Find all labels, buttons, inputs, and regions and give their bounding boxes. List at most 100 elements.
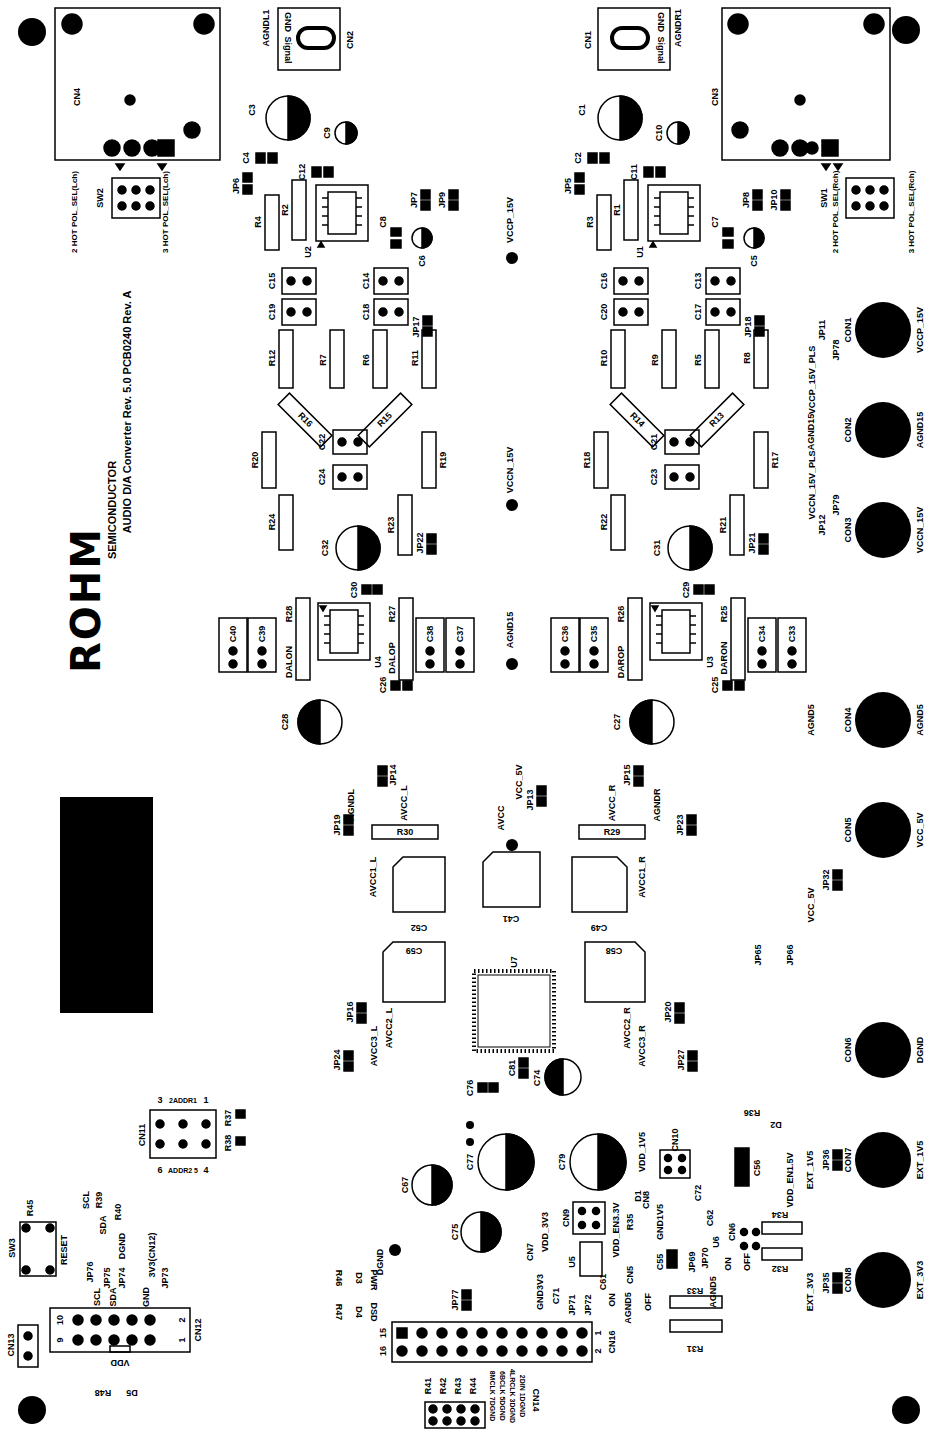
part-label: AVCC bbox=[497, 806, 506, 831]
part-label: U4 bbox=[374, 656, 383, 668]
part-label: R18 bbox=[583, 452, 592, 469]
part-label: 6 bbox=[157, 1166, 162, 1175]
part-label: GND3V3 bbox=[536, 1274, 545, 1310]
part-label: ON bbox=[608, 1293, 617, 1307]
part-label: R1 bbox=[613, 204, 622, 216]
part-label: JP16 bbox=[346, 1001, 355, 1022]
part-label: JP9 bbox=[438, 192, 447, 208]
part-label: R38 bbox=[224, 1135, 233, 1152]
part-label: R39 bbox=[95, 1192, 104, 1209]
part-label: CON3 bbox=[844, 517, 853, 542]
part-label: 8MCLK 7DGND bbox=[489, 1371, 496, 1422]
part-label: D3 bbox=[354, 1272, 363, 1284]
part-label: R9 bbox=[651, 354, 660, 366]
part-label: R5 bbox=[694, 354, 703, 366]
part-label: C3 bbox=[248, 104, 257, 116]
part-label: SW2 bbox=[96, 188, 105, 208]
part-label: AVCC1_L bbox=[369, 857, 378, 897]
part-label: GND bbox=[656, 12, 665, 32]
part-label: VDD bbox=[110, 1358, 129, 1367]
part-label: R35 bbox=[626, 1214, 635, 1231]
part-label: AGND5 bbox=[624, 1292, 633, 1324]
part-label: JP15 bbox=[623, 764, 632, 785]
part-label: C10 bbox=[655, 125, 664, 142]
part-label: 3 HOT POL_SEL(Lch) bbox=[162, 171, 170, 253]
part-label: JP12 bbox=[818, 514, 827, 535]
part-label: C58 bbox=[606, 946, 623, 955]
part-label: VCC_5V bbox=[916, 812, 925, 847]
part-label: CON8 bbox=[844, 1267, 853, 1292]
part-label: DSD bbox=[369, 1302, 378, 1321]
part-label: C33 bbox=[788, 626, 797, 643]
part-label: CN10 bbox=[671, 1128, 680, 1151]
part-label: R42 bbox=[439, 1378, 448, 1395]
part-label: VDD_3V3 bbox=[541, 1212, 550, 1252]
part-label: R41 bbox=[424, 1378, 433, 1395]
part-label: C40 bbox=[229, 626, 238, 643]
part-label: VCC_5V bbox=[515, 764, 524, 799]
part-label: R16 bbox=[296, 411, 314, 429]
part-label: R33 bbox=[687, 1286, 704, 1295]
part-label: CN2 bbox=[346, 31, 355, 49]
part-label: C24 bbox=[318, 469, 327, 486]
part-label: AGND15 bbox=[506, 612, 515, 649]
part-label: C27 bbox=[613, 714, 622, 731]
part-label: C36 bbox=[561, 626, 570, 643]
part-label: C18 bbox=[362, 304, 371, 321]
part-label: C39 bbox=[258, 626, 267, 643]
part-label: R10 bbox=[600, 350, 609, 367]
part-label: R26 bbox=[617, 606, 626, 623]
part-label: DALOP bbox=[388, 642, 397, 674]
part-label: C12 bbox=[298, 164, 307, 181]
part-label: CN8 bbox=[642, 1191, 651, 1209]
part-label: CN16 bbox=[608, 1330, 617, 1353]
part-label: CN4 bbox=[73, 88, 82, 106]
part-label: VCCP_15V_PLS bbox=[808, 346, 817, 415]
part-label: 1 bbox=[203, 1096, 208, 1105]
part-label: CN1 bbox=[584, 31, 593, 49]
part-label: CN3 bbox=[711, 88, 720, 106]
part-label: R7 bbox=[319, 354, 328, 366]
part-label: R21 bbox=[719, 517, 728, 534]
part-label: JP20 bbox=[664, 1001, 673, 1022]
part-label: R28 bbox=[285, 606, 294, 623]
part-label: C30 bbox=[350, 582, 359, 599]
part-label: JP8 bbox=[742, 192, 751, 208]
part-label: SDA bbox=[99, 1215, 108, 1234]
part-label: 2ADDR1 bbox=[169, 1097, 197, 1104]
part-label: R11 bbox=[411, 350, 420, 366]
part-label: 1 bbox=[178, 1337, 187, 1342]
part-label: RESET bbox=[60, 1235, 69, 1265]
part-label: JP74 bbox=[118, 1267, 127, 1288]
part-label: 4LRCLK 3DGND bbox=[509, 1369, 516, 1423]
part-label: R47 bbox=[334, 1304, 343, 1321]
part-label: JP66 bbox=[786, 944, 795, 965]
part-label: R6 bbox=[362, 354, 371, 366]
part-label: 3 bbox=[157, 1096, 162, 1105]
part-label: U7 bbox=[510, 956, 519, 968]
part-label: R25 bbox=[720, 606, 729, 623]
part-label: R27 bbox=[388, 606, 397, 623]
part-label: R8 bbox=[743, 352, 752, 364]
part-label: C25 bbox=[711, 677, 720, 694]
part-label: JP77 bbox=[451, 1289, 460, 1310]
part-label: C14 bbox=[362, 273, 371, 290]
part-label: AVCC1_R bbox=[638, 856, 647, 897]
part-label: C29 bbox=[682, 582, 691, 599]
part-label: EXT_3V3 bbox=[916, 1261, 925, 1300]
part-label: VCCN_15V bbox=[506, 447, 515, 494]
part-label: 9 bbox=[56, 1337, 65, 1342]
part-label: D2 bbox=[770, 1120, 782, 1129]
part-label: C2 bbox=[574, 152, 583, 164]
part-label: CN12 bbox=[194, 1318, 203, 1341]
part-label: U3 bbox=[706, 656, 715, 668]
part-label: GND bbox=[142, 1287, 151, 1307]
part-label: 2 HOT POL_SEL(Lch) bbox=[71, 171, 79, 253]
part-label: JP79 bbox=[832, 494, 841, 515]
part-label: Signal bbox=[283, 36, 292, 63]
part-label: CON2 bbox=[844, 417, 853, 442]
part-label: C67 bbox=[401, 1177, 410, 1194]
part-label: C17 bbox=[694, 304, 703, 321]
part-label: 2DIN 1DGND bbox=[519, 1375, 526, 1417]
part-label: JP72 bbox=[584, 1294, 593, 1315]
